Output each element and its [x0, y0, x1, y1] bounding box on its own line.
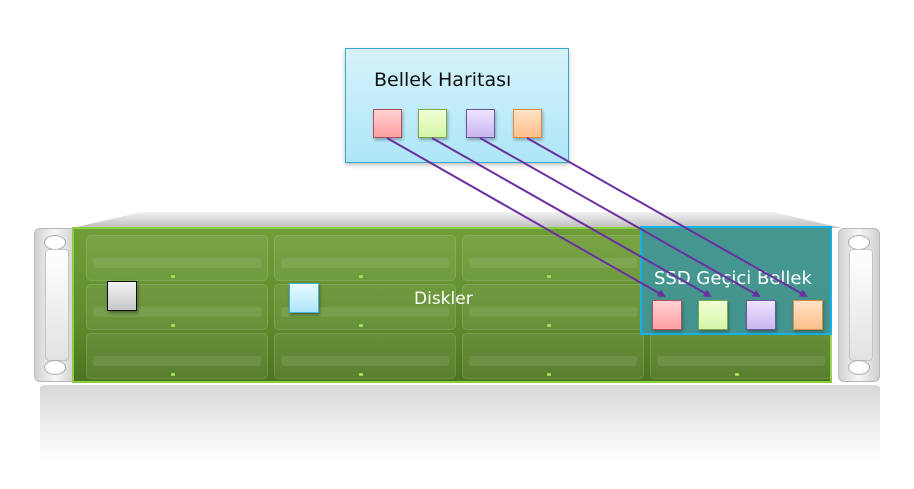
drive-bay [274, 235, 456, 281]
server-chassis-top [72, 212, 842, 228]
ssd-block-green [698, 300, 728, 330]
drive-bay [462, 333, 644, 379]
drive-bay [462, 284, 644, 330]
drive-bay [650, 333, 832, 379]
arrow-orange [526, 137, 808, 297]
ssd-block-orange [793, 300, 823, 330]
rack-ear-left [34, 228, 76, 382]
drive-bay [86, 333, 268, 379]
ssd-block-purple [746, 300, 776, 330]
arrow-purple [479, 137, 761, 297]
disk-block-gray [107, 281, 137, 311]
memory-map-block-green [418, 109, 447, 138]
disks-label: Diskler [414, 289, 473, 309]
arrow-red [386, 137, 666, 297]
drive-bay [86, 235, 268, 281]
drive-bay [462, 235, 644, 281]
memory-map-block-purple [466, 109, 495, 138]
arrow-green [431, 137, 712, 297]
drive-bay [274, 333, 456, 379]
disk-block-blue [289, 283, 319, 313]
memory-map-title: Bellek Haritası [374, 69, 512, 91]
server-reflection [40, 385, 880, 460]
ssd-cache-label: SSD Geçici Bellek [654, 268, 812, 289]
rack-ear-right [838, 228, 880, 382]
ssd-cache-box: SSD Geçici Bellek [640, 226, 832, 335]
ssd-block-red [652, 300, 682, 330]
